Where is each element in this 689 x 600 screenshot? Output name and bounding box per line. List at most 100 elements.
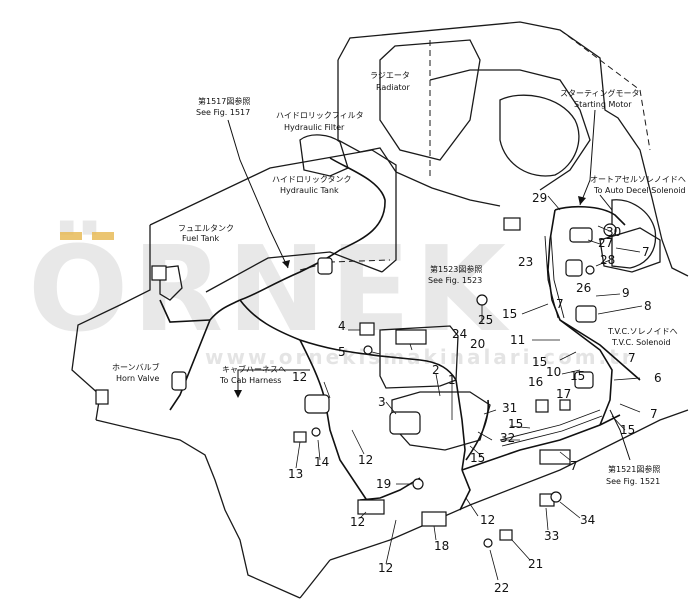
label-horn-valve-jp: ホーンバルブ bbox=[112, 362, 160, 372]
label-fig1521-en: See Fig. 1521 bbox=[606, 477, 660, 486]
solenoid-8 bbox=[575, 305, 597, 323]
callout-number: 15 bbox=[508, 417, 523, 431]
callout-number: 6 bbox=[654, 371, 662, 385]
wire-starting-motor bbox=[547, 209, 613, 426]
solenoid-housing bbox=[611, 199, 657, 269]
callout-number: 7 bbox=[650, 407, 658, 421]
label-horn-valve-en: Horn Valve bbox=[116, 374, 159, 383]
label-fig1523-jp: 第1523図参照 bbox=[430, 264, 482, 274]
callout-number: 3 bbox=[378, 395, 386, 409]
washer-22 bbox=[483, 538, 493, 548]
machine-outline bbox=[71, 21, 689, 599]
callout-number: 4 bbox=[338, 319, 346, 333]
bolt-17 bbox=[559, 399, 571, 411]
watermark: ÖRNEK www.ornekismakinalari.com.tr bbox=[28, 220, 635, 369]
label-hyd-filter-jp: ハイドロリックフィルタ bbox=[276, 111, 364, 120]
label-tvc-jp: T.V.C.ソレノイドへ bbox=[607, 327, 678, 336]
callout-number: 27 bbox=[598, 236, 613, 250]
connector-fuel bbox=[151, 265, 167, 281]
callout-number: 30 bbox=[606, 225, 621, 239]
clamp-12 bbox=[357, 499, 385, 515]
frame-left-edge bbox=[95, 419, 301, 599]
callout-number: 26 bbox=[576, 281, 591, 295]
callout-number: 18 bbox=[434, 539, 449, 553]
label-fig1521-jp: 第1521図参照 bbox=[608, 464, 660, 474]
callout-number: 16 bbox=[528, 375, 543, 389]
callout-number: 8 bbox=[644, 299, 652, 313]
relay-block bbox=[395, 329, 427, 345]
label-starting-motor-en: Starting Motor bbox=[574, 100, 632, 109]
bolt-16 bbox=[535, 399, 549, 413]
connector-tank bbox=[317, 257, 333, 275]
hydraulic-tank-outline bbox=[149, 149, 397, 273]
bolt-21 bbox=[499, 529, 513, 541]
hydraulic-filter bbox=[299, 134, 349, 177]
watermark-umlaut-left bbox=[60, 232, 82, 240]
callout-number: 7 bbox=[556, 297, 564, 311]
connectors bbox=[95, 217, 617, 548]
callout-number: 28 bbox=[600, 253, 615, 267]
label-fig1517-jp: 第1517図参照 bbox=[198, 96, 250, 106]
horn-valve-body bbox=[171, 371, 187, 391]
clamp-7 bbox=[539, 449, 571, 465]
label-radiator-en: Radiator bbox=[376, 83, 411, 92]
callout-number: 19 bbox=[376, 477, 391, 491]
hose-pair bbox=[499, 235, 603, 447]
controller-box bbox=[379, 325, 459, 389]
callout-number: 34 bbox=[580, 513, 595, 527]
bolt-4 bbox=[359, 322, 375, 336]
callout-number: 10 bbox=[546, 365, 561, 379]
label-hyd-filter-en: Hydraulic Filter bbox=[284, 123, 345, 132]
label-hyd-tank-jp: ハイドロリックタンク bbox=[272, 175, 352, 184]
watermark-umlaut-right bbox=[92, 232, 114, 240]
callout-number: 1 bbox=[448, 373, 456, 387]
label-fig1523-en: See Fig. 1523 bbox=[428, 276, 482, 285]
callout-number: 31 bbox=[502, 401, 517, 415]
callout-number: 15 bbox=[620, 423, 635, 437]
arrow-fig1517 bbox=[227, 119, 289, 269]
label-cab-harness-jp: キャブハーネスへ bbox=[222, 364, 286, 374]
harness-wires bbox=[159, 157, 641, 511]
callout-number: 12 bbox=[378, 561, 393, 575]
callout-number: 15 bbox=[502, 307, 517, 321]
engine-hood-outline bbox=[337, 21, 689, 277]
wire-front-trunk bbox=[461, 414, 621, 471]
callout-number: 5 bbox=[338, 345, 346, 359]
washer-14 bbox=[311, 427, 321, 437]
arrow-auto-decel bbox=[599, 194, 613, 211]
arrow-cab-harness bbox=[237, 369, 310, 395]
callout-number: 15 bbox=[570, 369, 585, 383]
callout-number: 23 bbox=[518, 255, 533, 269]
watermark-site: www.ornekismakinalari.com.tr bbox=[205, 345, 635, 369]
callout-number: 11 bbox=[510, 333, 525, 347]
callout-number: 20 bbox=[470, 337, 485, 351]
callout-number: 14 bbox=[314, 455, 329, 469]
callout-number: 7 bbox=[628, 351, 636, 365]
callout-number: 9 bbox=[622, 286, 630, 300]
wire-tvc-solenoid bbox=[559, 319, 641, 381]
callout-number: 21 bbox=[528, 557, 543, 571]
arrow-fig1521 bbox=[609, 409, 631, 461]
connector-12a bbox=[304, 394, 330, 414]
callout-number: 25 bbox=[478, 313, 493, 327]
watermark-brand: ÖRNEK bbox=[28, 220, 511, 358]
label-fuel-tank-jp: フュエルタンク bbox=[178, 224, 234, 233]
nut-25 bbox=[476, 294, 488, 306]
wire-cab-harness bbox=[299, 339, 371, 506]
callout-number: 15 bbox=[532, 355, 547, 369]
bolt-13 bbox=[293, 431, 307, 443]
clamp-18 bbox=[421, 511, 447, 527]
radiator-core bbox=[379, 39, 481, 161]
label-cab-harness-en: To Cab Harness bbox=[219, 376, 281, 385]
starting-motor-body bbox=[499, 94, 580, 177]
part-callouts: 29 30 27 28 7 9 8 7 23 15 25 26 24 4 5 2… bbox=[288, 191, 662, 595]
reference-arrows bbox=[227, 109, 631, 461]
label-auto-decel-jp: オートアセルソレノイドへ bbox=[590, 175, 686, 184]
washer-5 bbox=[363, 345, 373, 355]
callout-number: 12 bbox=[480, 513, 495, 527]
washer-34 bbox=[550, 491, 562, 503]
wire-hydraulic-filter bbox=[239, 157, 386, 301]
callout-number: 29 bbox=[532, 191, 547, 205]
annotation-labels: ラジエータ Radiator 第1517図参照 See Fig. 1517 ハイ… bbox=[112, 71, 686, 486]
